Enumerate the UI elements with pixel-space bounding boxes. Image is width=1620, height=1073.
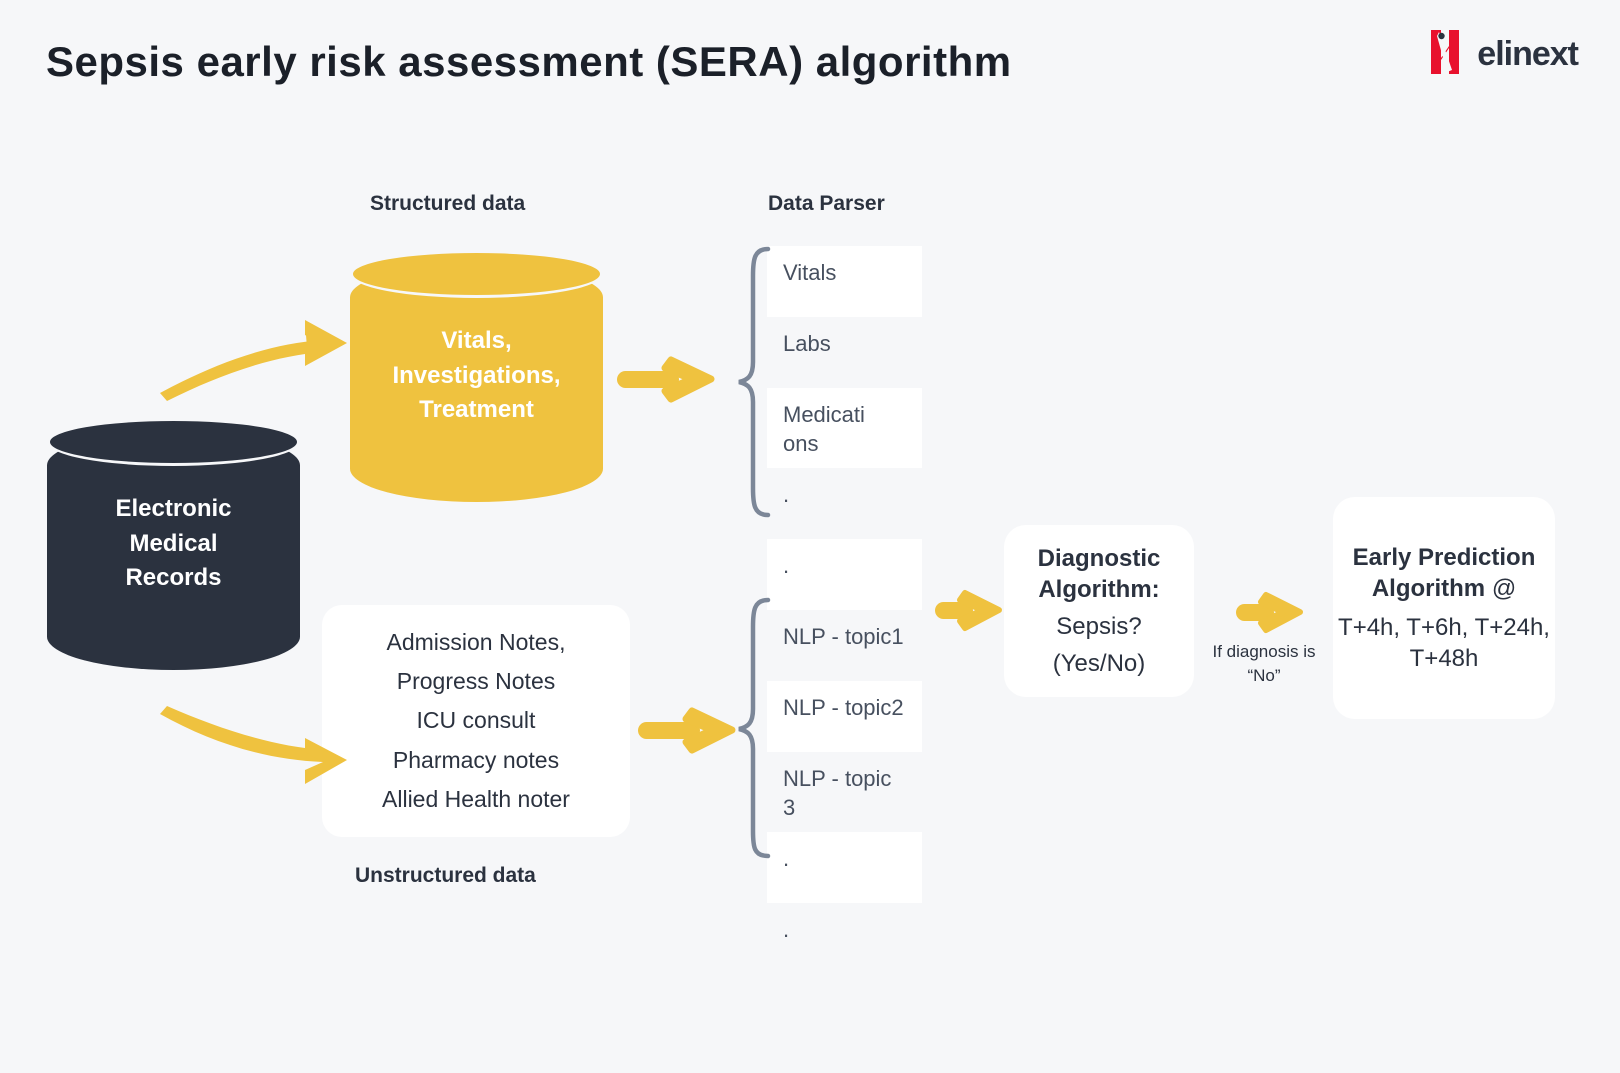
prediction-at-symbol: @	[1491, 574, 1517, 602]
unstructured-line: Progress Notes	[396, 668, 556, 695]
brace-top-icon	[738, 246, 771, 518]
diagnostic-title: Diagnostic Algorithm:	[1037, 544, 1161, 603]
arrow-diagnostic-to-prediction	[1236, 592, 1303, 633]
diagnostic-question: Sepsis?	[1056, 613, 1142, 640]
parser-row[interactable]: NLP - topic1	[767, 610, 922, 682]
diagnostic-algorithm-card: Diagnostic Algorithm: Sepsis? (Yes/No)	[1004, 525, 1194, 697]
parser-row[interactable]: NLP - topic2	[767, 681, 922, 753]
parser-row[interactable]: Vitals	[767, 246, 922, 317]
structured-label-line: Vitals,	[441, 326, 512, 354]
cylinder-body	[350, 264, 603, 502]
brand-name: elinext	[1477, 35, 1579, 73]
caption-unstructured-data: Unstructured data	[355, 864, 536, 887]
arrow-emr-to-structured	[160, 320, 347, 401]
parser-row[interactable]: .	[767, 903, 922, 975]
emr-cylinder: Electronic Medical Records	[47, 418, 300, 670]
caption-data-parser: Data Parser	[768, 192, 885, 215]
cylinder-body	[47, 432, 300, 670]
caption-structured-data: Structured data	[370, 192, 526, 215]
elinext-n-logo-icon	[1425, 26, 1465, 83]
parser-row[interactable]: .	[767, 468, 922, 540]
diagnostic-answer: (Yes/No)	[1052, 650, 1146, 678]
brand-logo: elinext	[1425, 26, 1579, 83]
unstructured-line: Allied Health noter	[382, 785, 570, 812]
unstructured-line: ICU consult	[416, 707, 536, 734]
structured-label: Vitals, Investigations, Treatment	[392, 324, 560, 428]
emr-label-line: Records	[125, 564, 222, 592]
prediction-title-wrap: Early Prediction Algorithm @	[1333, 542, 1555, 604]
parser-row[interactable]: Medicati ons	[767, 388, 922, 469]
unstructured-label: Admission Notes, Progress Notes ICU cons…	[382, 623, 570, 818]
structured-label-line: Treatment	[419, 396, 534, 424]
prediction-title: Early Prediction Algorithm	[1352, 543, 1536, 602]
parser-row[interactable]: NLP - topic 3	[767, 752, 922, 833]
arrow-emr-to-unstructured	[160, 706, 347, 784]
structured-label-line: Investigations,	[392, 361, 561, 389]
cylinder-top-ellipse	[350, 250, 603, 298]
cylinder-top-ellipse	[47, 418, 300, 466]
emr-label: Electronic Medical Records	[115, 492, 231, 596]
parser-row[interactable]: .	[767, 832, 922, 904]
data-parser-column: Vitals Labs Medicati ons . . NLP - topic…	[767, 246, 922, 975]
brace-bottom-icon	[738, 597, 771, 859]
unstructured-line: Admission Notes,	[386, 629, 566, 656]
prediction-times: T+4h, T+6h, T+24h, T+48h	[1338, 614, 1550, 673]
parser-row[interactable]: .	[767, 539, 922, 611]
unstructured-line: Pharmacy notes	[392, 746, 560, 773]
arrow-structured-to-parser	[617, 356, 715, 403]
emr-label-line: Electronic	[115, 494, 232, 522]
emr-label-line: Medical	[129, 529, 218, 557]
structured-data-cylinder: Vitals, Investigations, Treatment	[350, 250, 603, 502]
page-title: Sepsis early risk assessment (SERA) algo…	[46, 38, 1012, 85]
early-prediction-card: Early Prediction Algorithm @ T+4h, T+6h,…	[1333, 497, 1555, 719]
arrow-parser-to-diagnostic	[935, 590, 1002, 631]
branch-condition-label: If diagnosis is “No”	[1212, 642, 1316, 685]
arrow-unstructured-to-parser	[638, 707, 736, 754]
unstructured-data-card: Admission Notes, Progress Notes ICU cons…	[322, 605, 630, 837]
parser-row[interactable]: Labs	[767, 317, 922, 388]
